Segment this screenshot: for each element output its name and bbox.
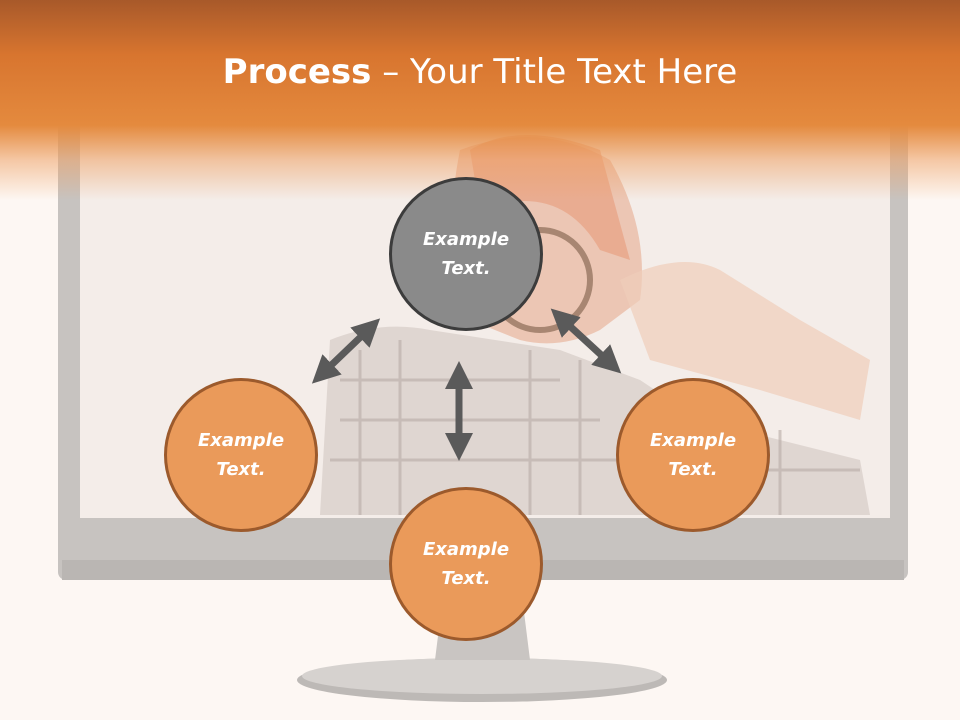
title-dash: – [371,52,411,92]
double-headed-arrow-icon [550,308,622,374]
double-headed-arrow-icon [311,318,381,384]
title-rest: Your Title Text Here [410,52,738,92]
process-step-label: Example Text. [197,430,285,480]
process-step-label: Example Text. [422,229,510,279]
slide-title: Process – Your Title Text Here [0,52,960,92]
title-bold: Process [222,52,372,92]
process-step-bottom[interactable]: Example Text. [389,487,543,641]
process-step-right[interactable]: Example Text. [616,378,770,532]
process-step-label: Example Text. [422,539,510,589]
process-step-left[interactable]: Example Text. [164,378,318,532]
process-step-label: Example Text. [649,430,737,480]
title-bar [0,0,960,200]
process-step-top[interactable]: Example Text. [389,177,543,331]
